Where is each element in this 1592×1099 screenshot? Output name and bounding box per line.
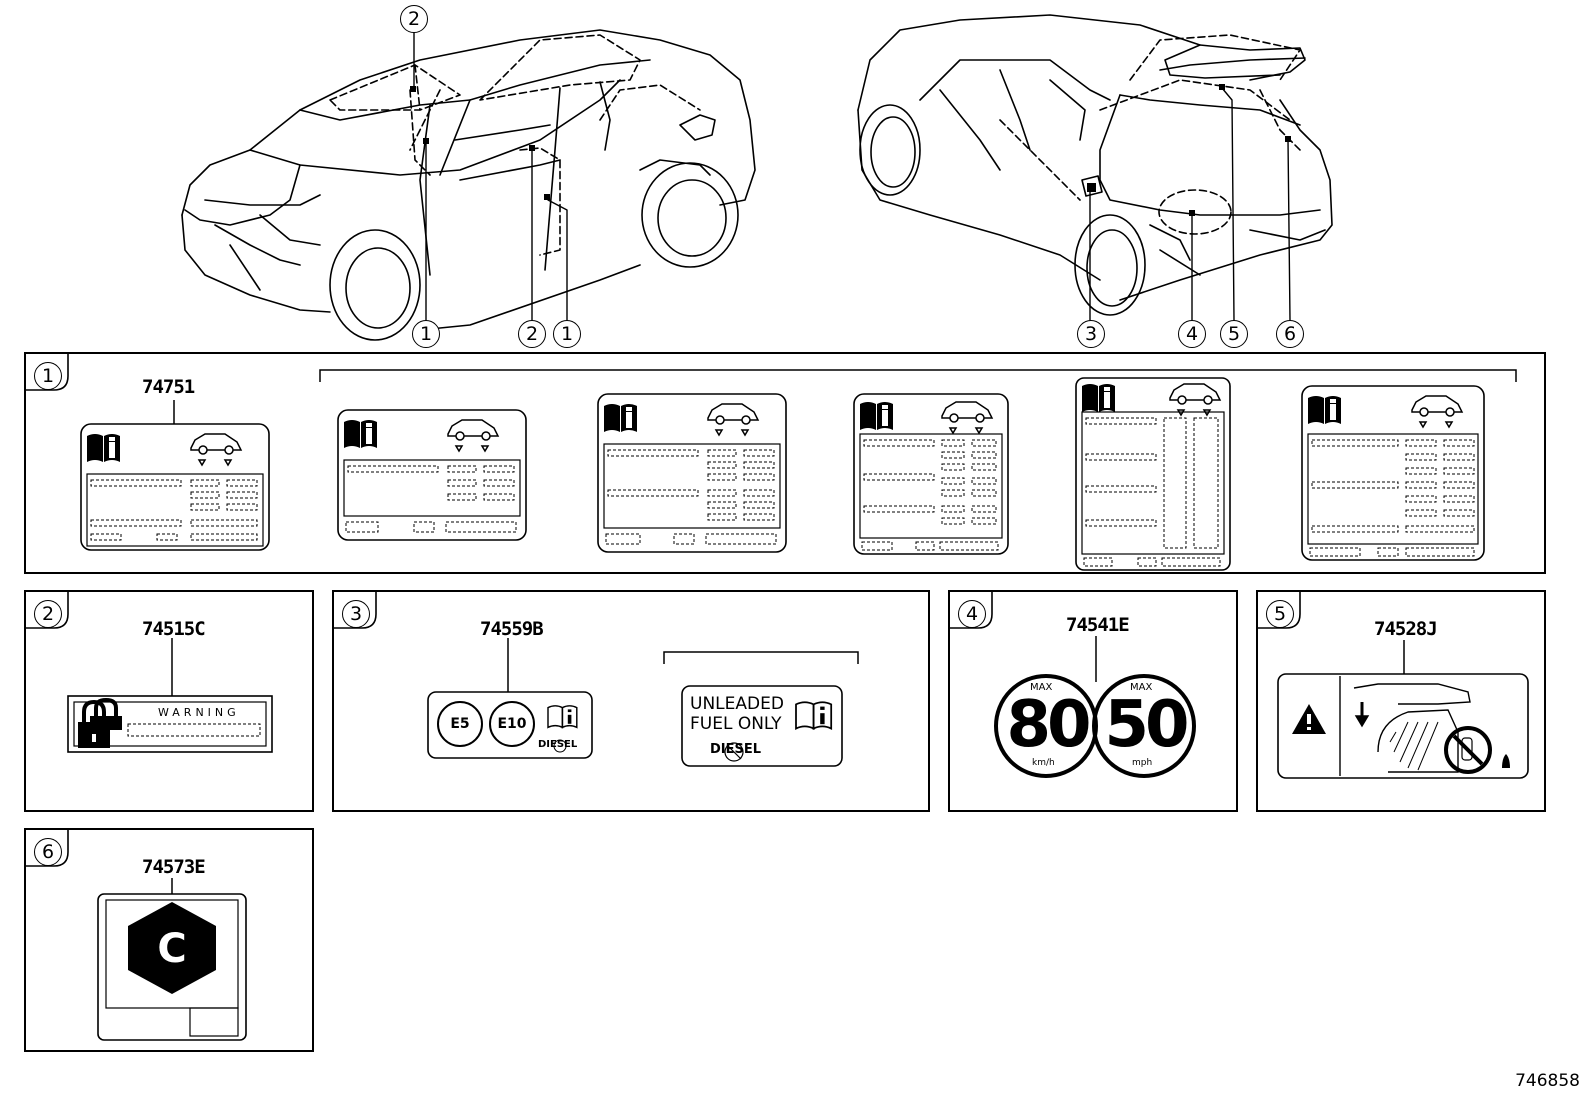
panel-2-index: 2: [34, 600, 62, 628]
tailgate-closing-pictogram: [1353, 683, 1471, 773]
panel-6-class-label: 6 74573E C: [24, 828, 314, 1052]
panel-3-part-number: 74559B: [480, 618, 544, 640]
panel-tag: [24, 352, 69, 391]
callout-rear-5: 5: [1220, 320, 1248, 348]
kmh-max: MAX: [1030, 682, 1053, 693]
manual-info-icon: [795, 701, 833, 731]
panel-1-index: 1: [34, 362, 62, 390]
panel-tag: [948, 590, 993, 629]
panel-2-warning-label: 2 74515C WARNING: [24, 590, 314, 812]
fuel-e10: E10: [497, 716, 527, 732]
callout-rear-4: 4: [1178, 320, 1206, 348]
callout-rear-3: 3: [1077, 320, 1105, 348]
tire-label-variants: [80, 369, 1517, 571]
tire-label-2: [337, 409, 527, 541]
no-hand-icon: [1444, 726, 1492, 774]
panel-tag: [24, 828, 69, 867]
panel-3-index: 3: [342, 600, 370, 628]
diesel-small-text: DIESEL: [538, 739, 578, 750]
panel-5-index: 5: [1266, 600, 1294, 628]
tire-label-4: [853, 393, 1009, 555]
speed-label-drawing: [994, 636, 1196, 778]
tire-label-6: [1301, 385, 1485, 561]
kmh-unit: km/h: [1032, 758, 1055, 768]
fuel-label-drawing: [427, 638, 859, 767]
callout-front-2: 2: [518, 320, 546, 348]
mph-unit: mph: [1132, 758, 1153, 768]
callout-front-2-top: 2: [400, 5, 428, 33]
front-view-car: [181, 29, 756, 341]
panel-tag: [24, 590, 69, 629]
vehicle-illustrations: [181, 14, 1333, 341]
callout-rear-6: 6: [1276, 320, 1304, 348]
mph-value: 50: [1104, 688, 1189, 762]
tailgate-label-drawing: [1277, 640, 1529, 779]
diagram-id: 746858: [1515, 1071, 1580, 1091]
panel-5-part-number: 74528J: [1374, 618, 1438, 640]
hexagon-c-icon: [128, 902, 216, 994]
panel-3-fuel-label: 3 74559B E5 E10 DIESEL UNLEADED FUEL ONL…: [332, 590, 930, 812]
callout-front-1b: 1: [553, 320, 581, 348]
panel-5-tailgate-label: 5 74528J: [1256, 590, 1546, 812]
tire-label-3: [597, 393, 787, 553]
panel-tag: [1256, 590, 1301, 629]
callout-front-1: 1: [412, 320, 440, 348]
manual-info-icon: [547, 705, 578, 729]
panel-2-part-number: 74515C: [142, 618, 206, 640]
tire-label-5: [1075, 377, 1231, 571]
warning-label-drawing: [67, 638, 273, 753]
panel-tag: [332, 590, 377, 629]
warning-label-text: WARNING: [158, 706, 240, 719]
unleaded-line-1: UNLEADED: [690, 694, 784, 714]
panel-6-index: 6: [34, 838, 62, 866]
panel-4-part-number: 74541E: [1066, 614, 1130, 636]
rear-view-car: [857, 14, 1333, 316]
padlock-icon: [78, 697, 122, 748]
panel-4-speed-label: 4 74541E MAX 80 km/h MAX 50 mph: [948, 590, 1238, 812]
tire-label-1: [80, 423, 270, 551]
unleaded-line-2: FUEL ONLY: [690, 714, 782, 734]
diesel-large-text: DIESEL: [710, 742, 762, 757]
kmh-value: 80: [1006, 688, 1091, 762]
fuel-e5: E5: [450, 716, 470, 732]
mph-max: MAX: [1130, 682, 1153, 693]
panel-4-index: 4: [958, 600, 986, 628]
panel-6-part-number: 74573E: [142, 856, 206, 878]
hexagon-letter: C: [157, 926, 187, 972]
panel-1-part-number: 74751: [142, 376, 195, 398]
class-label-drawing: [97, 878, 247, 1041]
panel-1-tire-info-labels: 1 74751: [24, 352, 1546, 574]
